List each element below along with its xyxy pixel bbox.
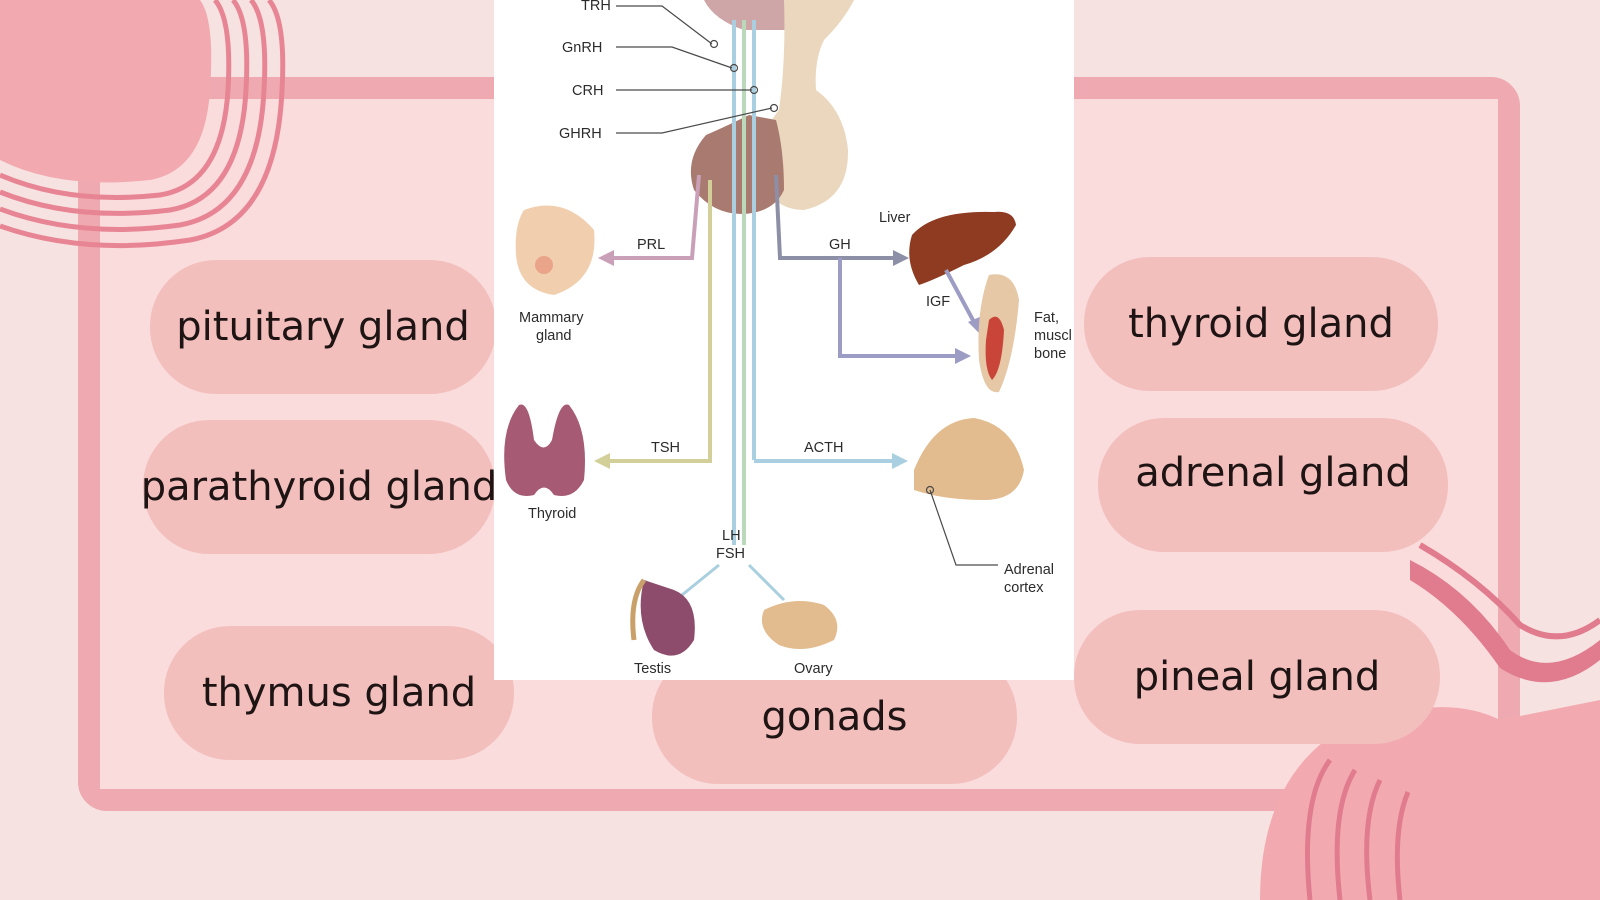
label-fat-line2: muscl [1034,328,1072,344]
releasing-hormone-leaders [616,5,779,134]
endocrine-diagram: TRH GnRH CRH GHRH PRL Mammary gland GH L… [494,0,1074,680]
label-fsh: FSH [716,546,745,562]
tsh-arrow [606,180,712,463]
label-liver: Liver [879,210,911,226]
diagram-svg: TRH GnRH CRH GHRH PRL Mammary gland GH L… [504,0,1072,677]
label-adrenal-gland[interactable]: adrenal gland [1098,418,1448,552]
label-testis: Testis [634,661,671,677]
lh-fsh-to-ovary [747,563,786,602]
label-gnrh: GnRH [562,40,602,56]
label-thymus-gland[interactable]: thymus gland [164,626,514,760]
label-pituitary-gland[interactable]: pituitary gland [150,260,496,394]
label-pineal-gland[interactable]: pineal gland [1074,610,1440,744]
label-parathyroid-gland-text: parathyroid gland [140,464,498,510]
label-adrenal-line1: Adrenal [1004,562,1054,578]
thyroid-illustration [504,404,585,496]
label-ovary: Ovary [794,661,833,677]
label-prl: PRL [637,237,665,253]
igf-arrow [944,269,976,323]
label-crh: CRH [572,83,603,99]
label-trh: TRH [581,0,611,14]
prl-arrow [610,174,701,260]
label-tsh: TSH [651,440,680,456]
label-thymus-gland-text: thymus gland [201,670,477,716]
label-thyroid-gland-text: thyroid gland [1128,301,1394,347]
label-gh: GH [829,237,851,253]
label-parathyroid-gland[interactable]: parathyroid gland [140,420,498,554]
label-fat-line1: Fat, [1034,310,1059,326]
label-thyroid-gland[interactable]: thyroid gland [1084,257,1438,391]
corner-blob-bottom-right [1260,542,1600,900]
ovary-illustration [761,601,838,649]
label-adrenal-gland-text: adrenal gland [1135,450,1411,496]
label-fat-line3: bone [1034,346,1066,362]
label-ghrh: GHRH [559,126,602,142]
gh-arrow [774,174,897,260]
muscle-bone-illustration [978,274,1019,393]
label-acth: ACTH [804,440,843,456]
label-mammary-line1: Mammary [519,310,584,326]
lh-fsh-to-testis [681,563,720,597]
testis-illustration [630,578,695,656]
gh-branch-arrow [838,258,959,358]
corner-blob-top-left [0,0,286,249]
label-thyroid: Thyroid [528,506,576,522]
liver-illustration [909,211,1016,285]
label-adrenal-line2: cortex [1004,580,1044,596]
label-mammary-line2: gland [536,328,571,344]
mammary-gland-illustration [515,205,595,295]
label-pineal-gland-text: pineal gland [1133,654,1381,700]
adrenal-illustration [914,418,1024,500]
label-gonads-text: gonads [761,694,908,740]
label-pituitary-gland-text: pituitary gland [176,304,470,350]
label-lh: LH [722,528,741,544]
adrenal-leader [929,489,998,566]
pituitary-illustration [690,0,854,215]
label-igf: IGF [926,294,950,310]
